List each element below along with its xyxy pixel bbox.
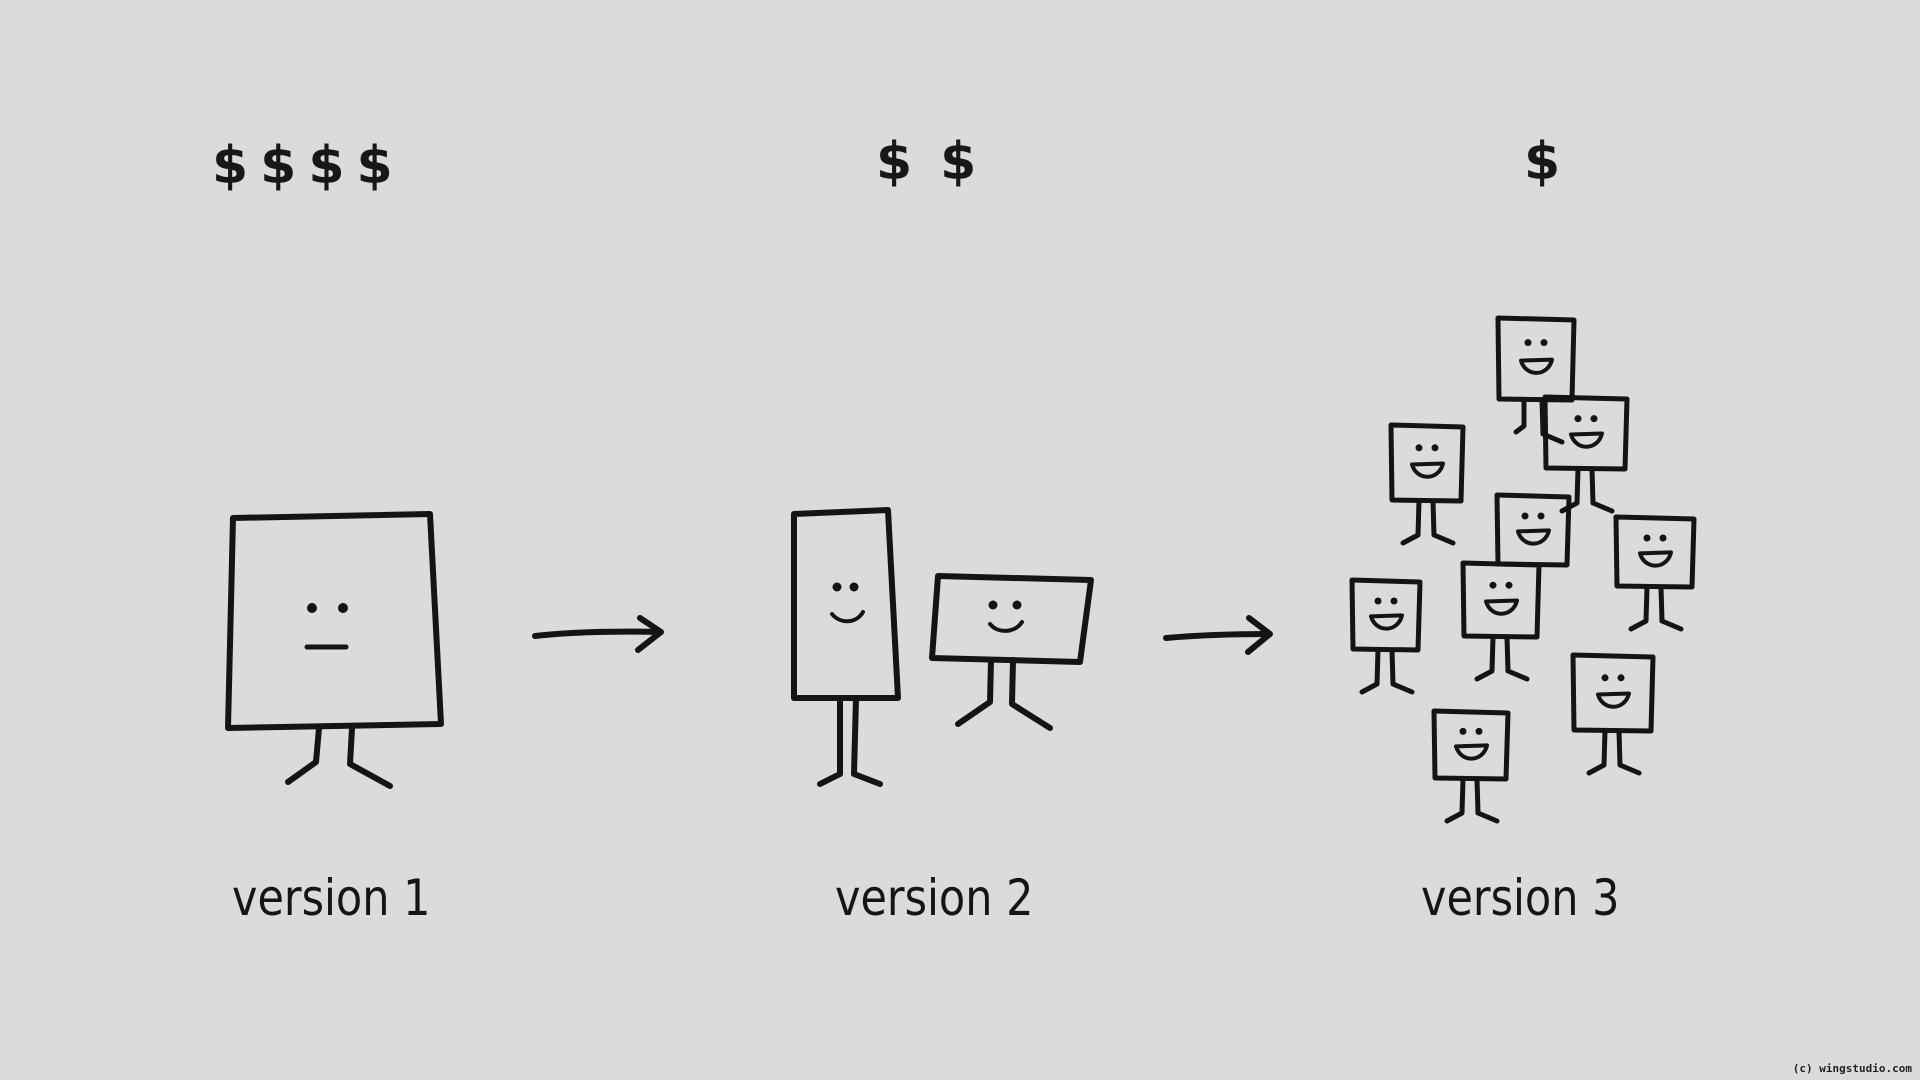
crowd-character [1494, 492, 1572, 568]
crowd-character [1388, 422, 1466, 546]
version-1-character [225, 511, 444, 789]
arrow-2-to-3 [1163, 615, 1273, 655]
arrow-1-to-2 [532, 615, 664, 653]
version-2-label: version 2 [835, 869, 1034, 927]
crowd-character [1495, 315, 1577, 445]
version-3-label: version 3 [1421, 869, 1620, 927]
price-version-1: $$$$ [212, 136, 405, 196]
price-version-2: $$ [876, 132, 1005, 192]
crowd-character [1431, 708, 1511, 824]
version-2-tall-character [791, 507, 901, 787]
version-2-wide-character [929, 573, 1094, 731]
version-3-crowd [1349, 315, 1697, 824]
crowd-character [1542, 394, 1630, 514]
version-1-label: version 1 [232, 869, 431, 927]
crowd-character [1349, 577, 1423, 695]
crowd-character [1460, 560, 1542, 682]
copyright-credit: (c) wingstudio.com [1792, 1062, 1912, 1075]
price-version-3: $ [1524, 132, 1573, 192]
crowd-character [1613, 514, 1697, 632]
crowd-character [1570, 652, 1656, 776]
